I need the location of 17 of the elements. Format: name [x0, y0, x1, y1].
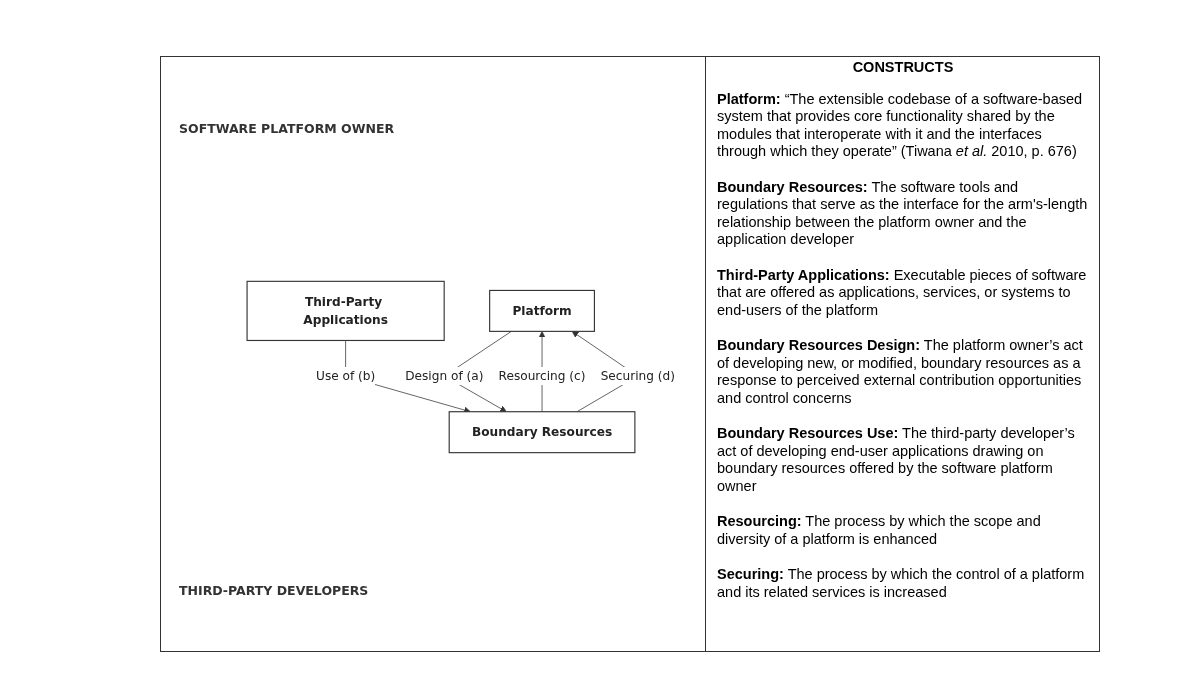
region-heading: THIRD-PARTY DEVELOPERS — [179, 583, 369, 598]
edge-label: Design of (a) — [405, 368, 484, 383]
definition-text: Securing: The process by which the control of a platform and its related services is increased — [717, 566, 1086, 601]
definition-text: Boundary Resources: The software tools and regulations that serve as the interface for the arm's-length relationship between the platform owner and the application developer — [717, 178, 1089, 249]
node-box: Third-Party Applications — [246, 280, 445, 342]
node-box: Boundary Resources — [448, 411, 636, 454]
edge-label: Resourcing (c) — [498, 368, 586, 383]
definition-text: Boundary Resources Design: The platform owner’s act of developing new, or modified, boundary resources as a response to perceived external contribution opportunities and control concerns — [717, 337, 1084, 407]
definition-text: Boundary Resources Use: The third-party developer’s act of developing end-user applications drawing on boundary resources offered by the software platform owner — [717, 425, 1076, 495]
region-heading: SOFTWARE PLATFORM OWNER — [179, 121, 395, 136]
definition-text: Resourcing: The process by which the scope and diversity of a platform is enhanced — [717, 513, 1042, 548]
panel-heading: CONSTRUCTS — [851, 59, 955, 77]
definition-text: Third-Party Applications: Executable pieces of software that are offered as applications, services, or systems to end-users of the platform — [717, 266, 1088, 319]
node-box: Platform — [489, 289, 595, 332]
edge-label: Use of (b) — [316, 368, 376, 383]
definition-text: Platform: “The extensible codebase of a software-based system that provides core functionality shared by the modules that interoperate with it and the interfaces through which they operate” (Tiwana et al. 2010, p. 676) — [717, 90, 1084, 161]
edge-label: Securing (d) — [600, 368, 675, 383]
